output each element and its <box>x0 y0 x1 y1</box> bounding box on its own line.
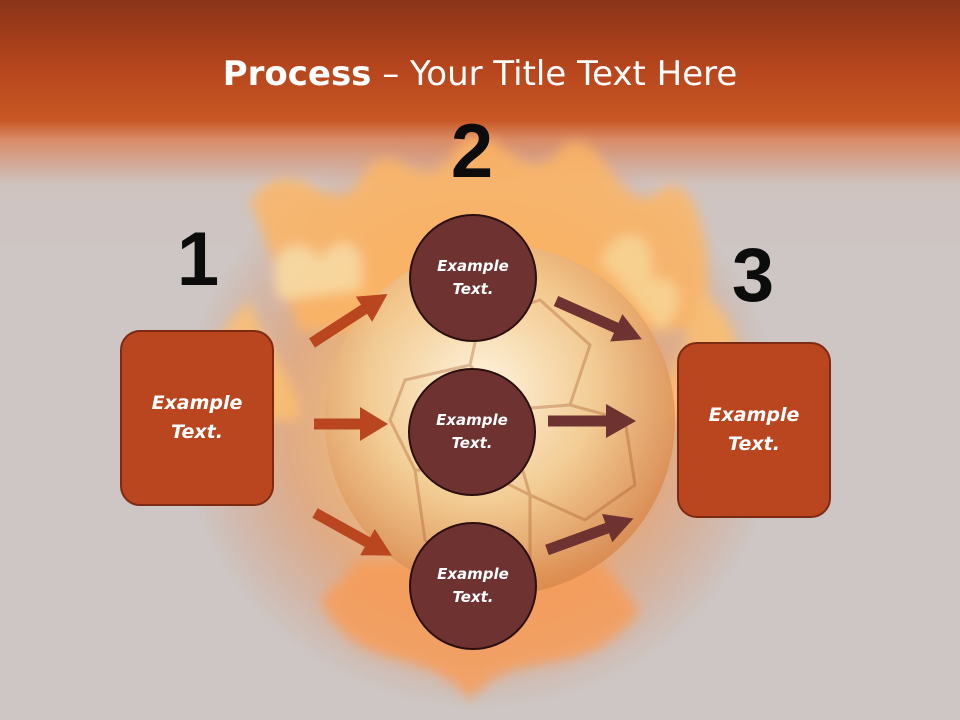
arrow-circle-middle-to-box3 <box>548 404 636 438</box>
arrows-out <box>545 295 642 556</box>
step-box-1-label: Example Text. <box>151 392 243 443</box>
step-circle-top: Example Text. <box>409 214 537 342</box>
title-rest: – Your Title Text Here <box>371 54 738 94</box>
step-circle-middle-label: Example Text. <box>436 411 508 452</box>
arrow-circle-bottom-to-box3 <box>545 514 634 556</box>
step-circle-bottom-label: Example Text. <box>437 565 509 606</box>
arrow-circle-top-to-box3 <box>553 295 642 342</box>
step-circle-middle: Example Text. <box>408 368 536 496</box>
arrow-box1-to-circle-middle <box>314 407 388 441</box>
step-box-3-label: Example Text. <box>708 404 800 455</box>
step-circle-top-label: Example Text. <box>437 257 509 298</box>
arrow-box1-to-circle-top <box>309 293 388 348</box>
arrows-in <box>309 293 392 556</box>
step-number-2: 2 <box>450 109 494 194</box>
step-number-3: 3 <box>731 233 775 318</box>
step-circle-bottom: Example Text. <box>409 522 537 650</box>
slide-title: Process – Your Title Text Here <box>0 52 960 96</box>
step-box-1: Example Text. <box>120 330 274 506</box>
step-number-1: 1 <box>176 217 220 302</box>
step-box-3: Example Text. <box>677 342 831 518</box>
title-strong: Process <box>222 54 372 94</box>
arrow-box1-to-circle-bottom <box>312 508 392 556</box>
